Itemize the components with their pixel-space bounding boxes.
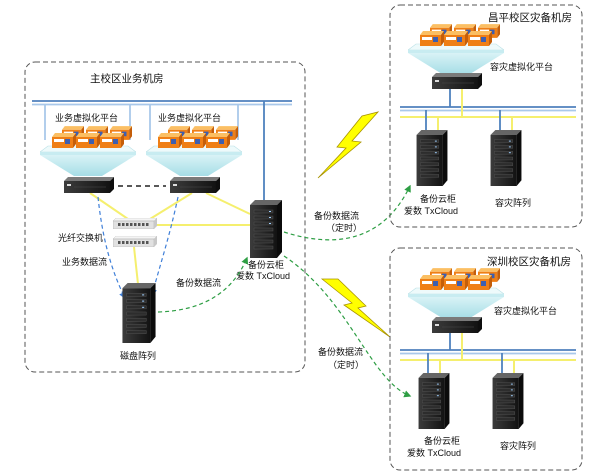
- backup-cloud-cabinet-icon: [416, 130, 448, 186]
- dr-room-border: [389, 247, 583, 471]
- dr-platform-label: 容灾虚拟化平台: [490, 61, 553, 72]
- cloud-cabinet-label: 备份云柜: [424, 435, 460, 446]
- main-room-border: [24, 61, 306, 373]
- cloud-cabinet-label: 备份云柜: [248, 259, 284, 270]
- dr-network-lines: [400, 333, 576, 374]
- fiber-switch-icon-1: [113, 218, 157, 229]
- backup-flow-label-local: 备份数据流: [176, 277, 221, 288]
- dr-array-label: 容灾阵列: [500, 440, 536, 451]
- backup-link-arrow-2: [283, 255, 412, 398]
- dr-room-changping: 昌平校区灾备机房 容灾虚拟化平台 备份云柜 爱数 TxCloud 容灾阵列: [389, 4, 583, 228]
- business-flow-label: 业务数据流: [62, 256, 107, 267]
- server-icon: [432, 317, 482, 333]
- backup-link-label-2: 备份数据流: [318, 346, 363, 357]
- business-virtualization-platform-1: [40, 126, 136, 176]
- server-icon-2: [170, 177, 220, 193]
- main-room-title: 主校区业务机房: [90, 72, 164, 85]
- dr-array-icon: [490, 130, 522, 186]
- main-network-lines: [32, 100, 292, 285]
- dr-room-title: 昌平校区灾备机房: [488, 11, 572, 24]
- server-icon: [432, 73, 482, 89]
- cloud-cabinet-product: 爱数 TxCloud: [407, 447, 461, 458]
- lightning-icon-1: [317, 111, 380, 179]
- dr-room-border: [389, 4, 583, 228]
- backup-flow-arrow-local: [157, 256, 249, 313]
- cloud-cabinet-product: 爱数 TxCloud: [236, 270, 290, 281]
- backup-cloud-cabinet-icon: [250, 200, 282, 258]
- fiber-switch-label: 光纤交换机: [58, 232, 103, 243]
- dr-platform-label: 容灾虚拟化平台: [494, 305, 557, 316]
- cloud-cabinet-product: 爱数 TxCloud: [404, 205, 458, 216]
- lightning-icon-2: [320, 278, 391, 338]
- cloud-cabinet-label: 备份云柜: [420, 193, 456, 204]
- platform-label-2: 业务虚拟化平台: [158, 112, 221, 123]
- backup-link-label-1: 备份数据流: [314, 210, 359, 221]
- dr-room-shenzhen: 深圳校区灾备机房 容灾虚拟化平台 备份云柜 爱数 TxCloud 容灾阵列: [389, 247, 583, 471]
- business-virtualization-platform-2: [146, 126, 242, 176]
- disk-array-icon: [121, 283, 157, 343]
- dr-network-lines: [400, 89, 576, 131]
- backup-link-schedule-1: （定时）: [326, 222, 362, 233]
- disk-array-label: 磁盘阵列: [120, 350, 156, 361]
- dr-room-title: 深圳校区灾备机房: [487, 255, 571, 268]
- dr-virtualization-platform: [408, 268, 504, 318]
- platform-label-1: 业务虚拟化平台: [55, 112, 118, 123]
- business-flow-arrow-1: [97, 196, 126, 300]
- dr-array-label: 容灾阵列: [495, 197, 531, 208]
- dr-array-icon: [492, 373, 524, 429]
- server-icon-1: [64, 177, 114, 193]
- backup-cloud-cabinet-icon: [418, 373, 450, 429]
- backup-link-schedule-2: （定时）: [328, 359, 364, 370]
- main-room: 主校区业务机房 业务虚拟化平台 业务虚拟化平台 光纤交换机 业务数据: [24, 61, 306, 373]
- business-flow-arrow-2: [150, 196, 179, 297]
- fiber-switch-icon-2: [113, 236, 157, 247]
